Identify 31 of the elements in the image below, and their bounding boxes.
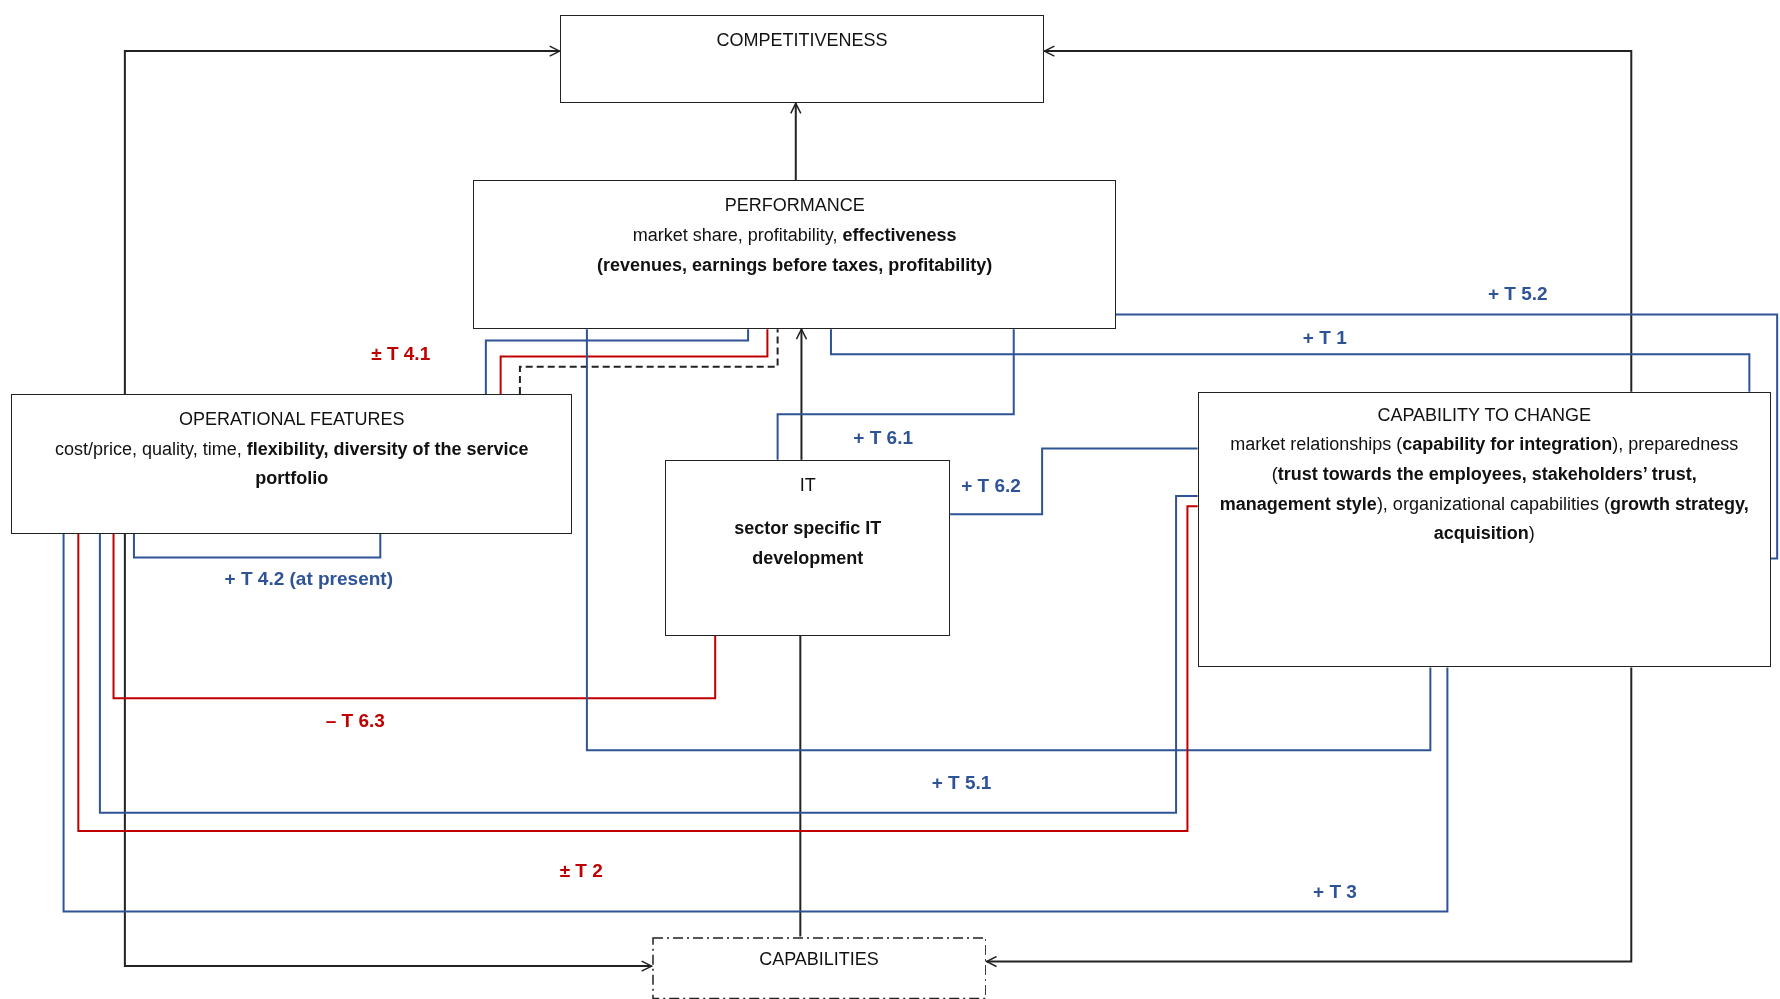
box-heading: IT xyxy=(799,473,816,497)
concept-box xyxy=(11,393,573,534)
connector-line xyxy=(799,634,802,938)
arrow xyxy=(123,532,653,972)
box-text: market share, profitability, effectiveness (revenues, earnings before taxes, profitability) xyxy=(596,224,994,277)
box-heading: PERFORMANCE xyxy=(724,194,865,218)
arrow xyxy=(790,102,802,182)
box-text: market relationships (capability for integration), preparedness (trust towards the employees, stakeholders’ trust, management style), organizational capabilities (growth strategy, acquisition) xyxy=(1218,433,1750,546)
box-heading: OPERATIONAL FEATURES xyxy=(178,407,405,431)
concept-box xyxy=(559,14,1045,104)
concept-box xyxy=(1197,391,1771,668)
connector-line xyxy=(132,532,382,559)
box-text: sector specific IT development xyxy=(733,517,883,571)
box-heading: CAPABILITIES xyxy=(759,947,879,971)
arrow xyxy=(123,45,561,395)
concept-box xyxy=(473,180,1116,330)
box-heading: COMPETITIVENESS xyxy=(716,28,888,52)
arrow xyxy=(1043,45,1633,393)
connector-line xyxy=(585,328,1432,752)
box-heading: CAPABILITY TO CHANGE xyxy=(1377,403,1592,427)
connector-line xyxy=(112,532,717,700)
concept-box xyxy=(665,459,951,636)
arrow xyxy=(795,328,808,461)
connector-line xyxy=(1114,313,1779,560)
connector-line xyxy=(829,328,1751,393)
connector-line xyxy=(949,447,1199,516)
arrow xyxy=(985,666,1633,968)
connector-line xyxy=(62,532,1449,913)
connector-line xyxy=(776,328,1015,461)
box-text: cost/price, quality, time, flexibility, diversity of the service portfolio xyxy=(53,437,530,491)
concept-box xyxy=(651,936,987,999)
